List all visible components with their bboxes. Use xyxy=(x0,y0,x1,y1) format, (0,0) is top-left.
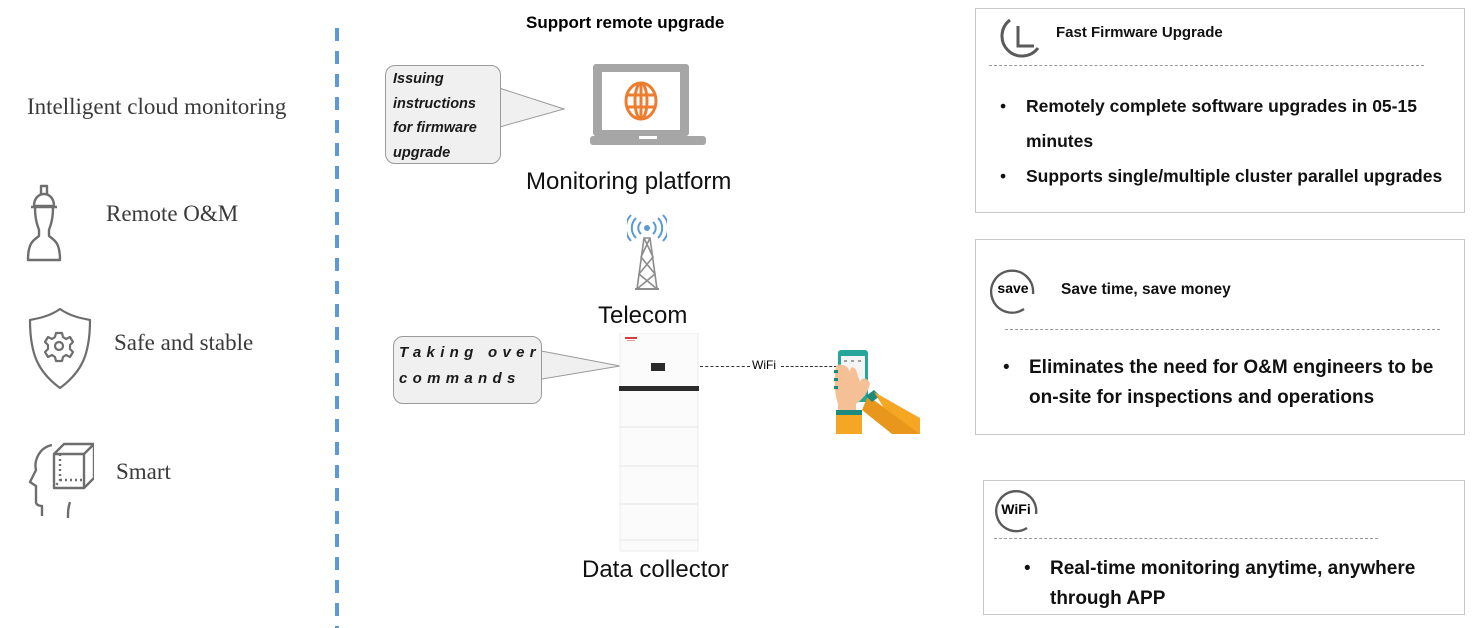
node-label-telecom: Telecom xyxy=(598,302,688,329)
card-bullets: Remotely complete software upgrades in 0… xyxy=(1000,89,1460,194)
dashed-divider xyxy=(335,28,339,628)
callout-taking-over-commands: Taking over commands xyxy=(393,336,542,404)
laptop-globe-icon xyxy=(590,64,708,150)
feature-label-smart: Smart xyxy=(116,459,171,484)
wifi-link-line xyxy=(700,366,750,367)
card-heading: Fast Firmware Upgrade xyxy=(1056,24,1223,41)
clock-icon xyxy=(988,16,1044,66)
card-bullet: Remotely complete software upgrades in 0… xyxy=(1000,89,1460,159)
node-label-data-collector: Data collector xyxy=(582,556,729,583)
feature-card-firmware: Fast Firmware Upgrade Remotely complete … xyxy=(975,8,1465,213)
card-divider xyxy=(989,65,1424,66)
shield-gear-icon xyxy=(28,306,92,390)
diagram-title: Support remote upgrade xyxy=(526,13,725,32)
battery-cabinet-icon xyxy=(619,332,699,557)
wifi-badge-icon: WiFi xyxy=(994,487,1040,533)
wifi-link-label: WiFi xyxy=(750,358,778,372)
card-bullet: Supports single/multiple cluster paralle… xyxy=(1000,159,1460,194)
feature-label-remote-om: Remote O&M xyxy=(106,201,239,226)
callout-line: commands xyxy=(399,370,521,387)
card-bullet: Real-time monitoring anytime, anywhere t… xyxy=(1024,554,1454,614)
card-divider xyxy=(994,538,1378,539)
wifi-badge-text: WiFi xyxy=(1001,501,1031,517)
card-bullets: Real-time monitoring anytime, anywhere t… xyxy=(1024,554,1454,614)
engineer-helmet-icon xyxy=(26,176,62,262)
callout-line: for firmware xyxy=(393,120,477,136)
card-bullets: Eliminates the need for O&M engineers to… xyxy=(1003,353,1463,413)
wifi-link-line xyxy=(781,366,837,367)
feature-card-save: save Save time, save money Eliminates th… xyxy=(975,239,1465,435)
callout-pointer xyxy=(536,349,621,381)
node-label-monitoring-platform: Monitoring platform xyxy=(526,168,732,195)
head-cube-icon xyxy=(28,440,94,520)
feature-label-safe-stable: Safe and stable xyxy=(114,330,254,355)
callout-line: instructions xyxy=(393,95,476,112)
feature-card-wifi: WiFi Real-time monitoring anytime, anywh… xyxy=(983,480,1465,615)
card-bullet: Eliminates the need for O&M engineers to… xyxy=(1003,353,1463,413)
callout-issuing-instructions: Issuing instructions for firmware upgrad… xyxy=(385,65,501,164)
callout-pointer xyxy=(496,86,566,129)
section-title: Intelligent cloud monitoring xyxy=(27,94,287,119)
save-badge-icon: save xyxy=(990,266,1038,314)
hand-smartphone-icon xyxy=(834,348,922,438)
card-divider xyxy=(1005,329,1440,330)
callout-line: Taking over xyxy=(399,344,541,361)
card-heading: Save time, save money xyxy=(1061,281,1231,298)
save-badge-text: save xyxy=(997,280,1029,296)
callout-line: Issuing xyxy=(393,71,444,87)
cell-tower-icon xyxy=(624,212,670,296)
callout-line: upgrade xyxy=(393,144,451,161)
